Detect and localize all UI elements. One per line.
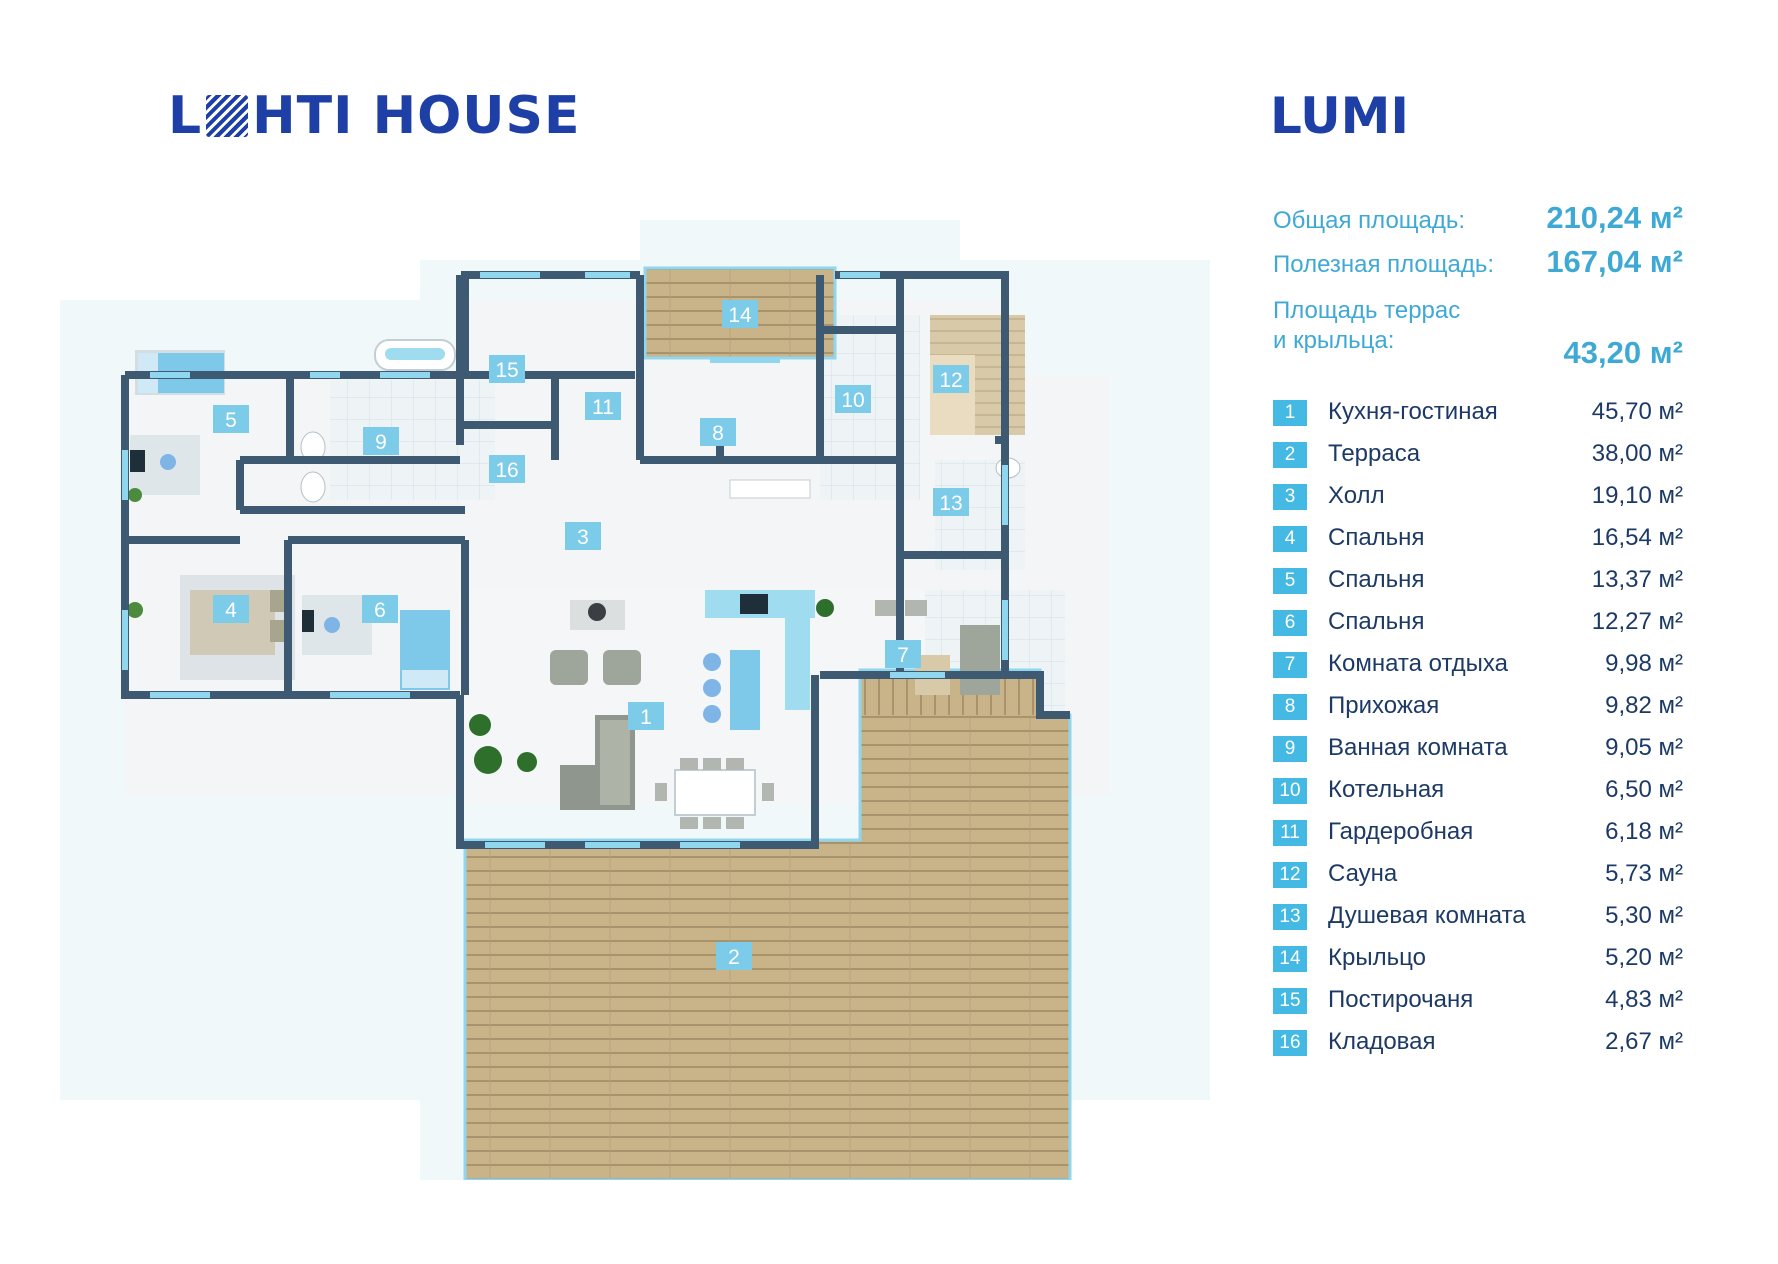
list-item: 3 Холл 19,10 м²	[1273, 479, 1683, 521]
list-item: 16 Кладовая 2,67 м²	[1273, 1025, 1683, 1067]
plan-label-16: 16	[495, 459, 518, 482]
list-item: 11 Гардеробная 6,18 м²	[1273, 815, 1683, 857]
plan-label-1: 1	[640, 706, 652, 729]
room-number-badge: 8	[1273, 694, 1307, 720]
plan-label-2: 2	[728, 946, 740, 969]
room-area: 9,82 м²	[1605, 692, 1683, 719]
list-item: 15 Постирочаня 4,83 м²	[1273, 983, 1683, 1025]
total-area-label: Общая площадь:	[1273, 207, 1466, 234]
plan-label-11: 11	[592, 396, 614, 419]
terrace-area-label-block: Площадь террас и крыльца:	[1273, 296, 1460, 356]
room-name: Сауна	[1328, 860, 1398, 887]
plan-label-8: 8	[712, 422, 724, 445]
list-item: 4 Спальня 16,54 м²	[1273, 521, 1683, 563]
useful-area-row: Полезная площадь: 167,04 м²	[1273, 244, 1683, 288]
list-item: 6 Спальня 12,27 м²	[1273, 605, 1683, 647]
room-number-badge: 7	[1273, 652, 1307, 678]
list-item: 2 Терраса 38,00 м²	[1273, 437, 1683, 479]
room-area: 5,20 м²	[1605, 944, 1683, 971]
room-area: 12,27 м²	[1591, 608, 1683, 635]
model-title: LUMI	[1270, 87, 1410, 145]
room-name: Котельная	[1328, 776, 1445, 803]
room-number-badge: 13	[1273, 904, 1307, 930]
room-area: 6,50 м²	[1605, 776, 1683, 803]
room-area: 19,10 м²	[1591, 482, 1683, 509]
room-name: Кладовая	[1328, 1028, 1436, 1055]
room-number-badge: 14	[1273, 946, 1307, 972]
room-number-badge: 5	[1273, 568, 1307, 594]
room-area: 5,30 м²	[1605, 902, 1683, 929]
room-number-badge: 6	[1273, 610, 1307, 636]
plan-label-14: 14	[728, 304, 752, 327]
plan-label-13: 13	[939, 492, 962, 515]
plan-label-9: 9	[375, 431, 387, 454]
area-summary: Общая площадь: 210,24 м² Полезная площад…	[1273, 200, 1683, 380]
room-area: 2,67 м²	[1605, 1028, 1683, 1055]
plan-label-12: 12	[939, 369, 962, 392]
room-area: 38,00 м²	[1591, 440, 1683, 467]
room-name: Прихожая	[1328, 692, 1440, 719]
terrace-area-label-line1: Площадь террас	[1273, 297, 1461, 324]
room-name: Душевая комната	[1328, 902, 1526, 929]
room-name: Гардеробная	[1328, 818, 1474, 845]
floor-plan: 1 2 3 4 5 6 7 8 9 10 11 12 13 14 15 16	[40, 200, 1210, 1180]
room-area: 45,70 м²	[1591, 398, 1683, 425]
room-area: 6,18 м²	[1605, 818, 1683, 845]
list-item: 7 Комната отдыха 9,98 м²	[1273, 647, 1683, 689]
room-area: 16,54 м²	[1591, 524, 1683, 551]
room-number-badge: 12	[1273, 862, 1307, 888]
plan-label-10: 10	[841, 389, 864, 412]
plan-label-7: 7	[897, 644, 909, 667]
total-area-row: Общая площадь: 210,24 м²	[1273, 200, 1683, 244]
room-number-badge: 16	[1273, 1030, 1307, 1056]
terrace-area-value: 43,20 м²	[1563, 335, 1683, 370]
room-name: Постирочаня	[1328, 986, 1474, 1013]
room-name: Комната отдыха	[1328, 650, 1508, 677]
room-number-badge: 9	[1273, 736, 1307, 762]
list-item: 10 Котельная 6,50 м²	[1273, 773, 1683, 815]
list-item: 13 Душевая комната 5,30 м²	[1273, 899, 1683, 941]
plan-label-3: 3	[577, 526, 589, 549]
room-number-badge: 10	[1273, 778, 1307, 804]
room-name: Холл	[1328, 482, 1385, 509]
room-name: Кухня-гостиная	[1328, 398, 1498, 425]
total-area-value: 210,24 м²	[1546, 200, 1683, 235]
plan-label-5: 5	[225, 409, 237, 432]
room-name: Терраса	[1328, 440, 1421, 467]
room-number-badge: 3	[1273, 484, 1307, 510]
room-number-badge: 2	[1273, 442, 1307, 468]
useful-area-label: Полезная площадь:	[1273, 251, 1495, 278]
logo-text-start: L	[168, 86, 203, 146]
room-name: Ванная комната	[1328, 734, 1508, 761]
room-area: 9,98 м²	[1605, 650, 1683, 677]
room-area: 13,37 м²	[1591, 566, 1683, 593]
room-name: Крыльцо	[1328, 944, 1426, 971]
list-item: 5 Спальня 13,37 м²	[1273, 563, 1683, 605]
plan-label-4: 4	[225, 599, 237, 622]
list-item: 1 Кухня-гостиная 45,70 м²	[1273, 395, 1683, 437]
list-item: 14 Крыльцо 5,20 м²	[1273, 941, 1683, 983]
room-name: Спальня	[1328, 608, 1425, 635]
room-area: 9,05 м²	[1605, 734, 1683, 761]
room-number-badge: 15	[1273, 988, 1307, 1014]
list-item: 9 Ванная комната 9,05 м²	[1273, 731, 1683, 773]
plan-label-15: 15	[495, 359, 518, 382]
brand-logo: L HTI HOUSE	[168, 86, 581, 146]
list-item: 8 Прихожая 9,82 м²	[1273, 689, 1683, 731]
room-number-badge: 11	[1273, 820, 1307, 846]
terrace-area-label-line2: и крыльца:	[1273, 327, 1395, 354]
room-area: 4,83 м²	[1605, 986, 1683, 1013]
room-list: 1 Кухня-гостиная 45,70 м² 2 Терраса 38,00 м²…	[1273, 395, 1683, 1067]
list-item: 12 Сауна 5,73 м²	[1273, 857, 1683, 899]
logo-tree-mark-icon	[206, 95, 249, 137]
plan-label-6: 6	[374, 599, 386, 622]
room-name: Спальня	[1328, 566, 1425, 593]
logo-text-end: HTI HOUSE	[252, 86, 581, 146]
room-area: 5,73 м²	[1605, 860, 1683, 887]
room-name: Спальня	[1328, 524, 1425, 551]
terrace-area-row: Площадь террас и крыльца: 43,20 м²	[1273, 290, 1683, 380]
room-number-badge: 1	[1273, 400, 1307, 426]
room-number-badge: 4	[1273, 526, 1307, 552]
useful-area-value: 167,04 м²	[1546, 244, 1683, 279]
